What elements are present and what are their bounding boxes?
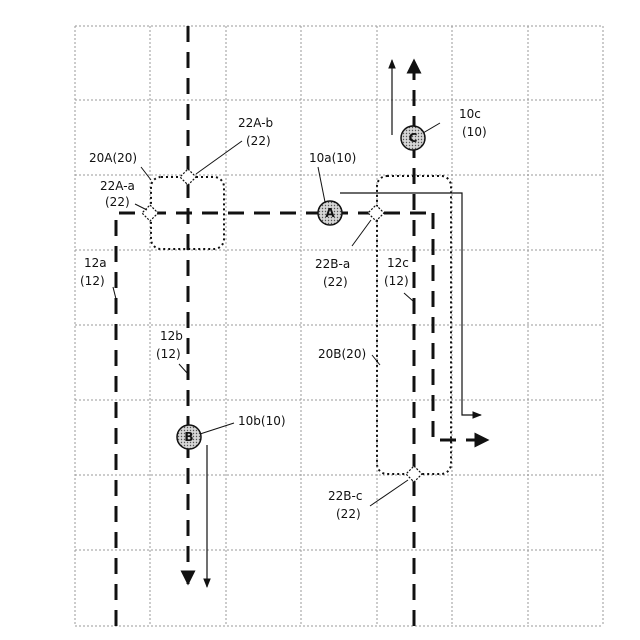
label-22A-b-line1: 22A-b [238,116,273,130]
label-node-B: 10b(10) [238,414,286,428]
label-22A-a-line2: (22) [105,195,130,209]
label-12c-line1: 12c [387,256,409,270]
label-12a-line1: 12a [84,256,107,270]
point-22A-a [142,205,158,221]
label-node-C-line2: (10) [462,125,487,139]
label-node-A: 10a(10) [309,151,356,165]
label-20B: 20B(20) [318,347,366,361]
node-B-letter: B [184,430,193,444]
node-C: C [401,126,425,150]
point-22A-b [180,169,196,185]
route-12c-line [433,213,488,440]
label-22B-c-line1: 22B-c [328,489,362,503]
label-22B-c-line2: (22) [336,507,361,521]
node-A-letter: A [325,206,335,220]
point-22B-a [368,205,384,221]
label-12b-line2: (12) [156,347,181,361]
node-A: A [318,201,342,225]
label-node-C-line1: 10c [459,107,481,121]
label-22A-a-line1: 22A-a [100,179,135,193]
node-C-letter: C [409,131,418,145]
label-22B-a-line1: 22B-a [315,257,350,271]
leader-lines [113,123,440,506]
grid [75,26,603,626]
path-a-arrow [340,193,481,415]
point-22B-c [406,466,422,482]
label-12b-line1: 12b [160,329,183,343]
label-12a-line2: (12) [80,274,105,288]
label-20A: 20A(20) [89,151,137,165]
node-B: B [177,425,201,449]
label-22B-a-line2: (22) [323,275,348,289]
label-12c-line2: (12) [384,274,409,288]
label-22A-b-line2: (22) [246,134,271,148]
route-12a-line [116,213,150,626]
